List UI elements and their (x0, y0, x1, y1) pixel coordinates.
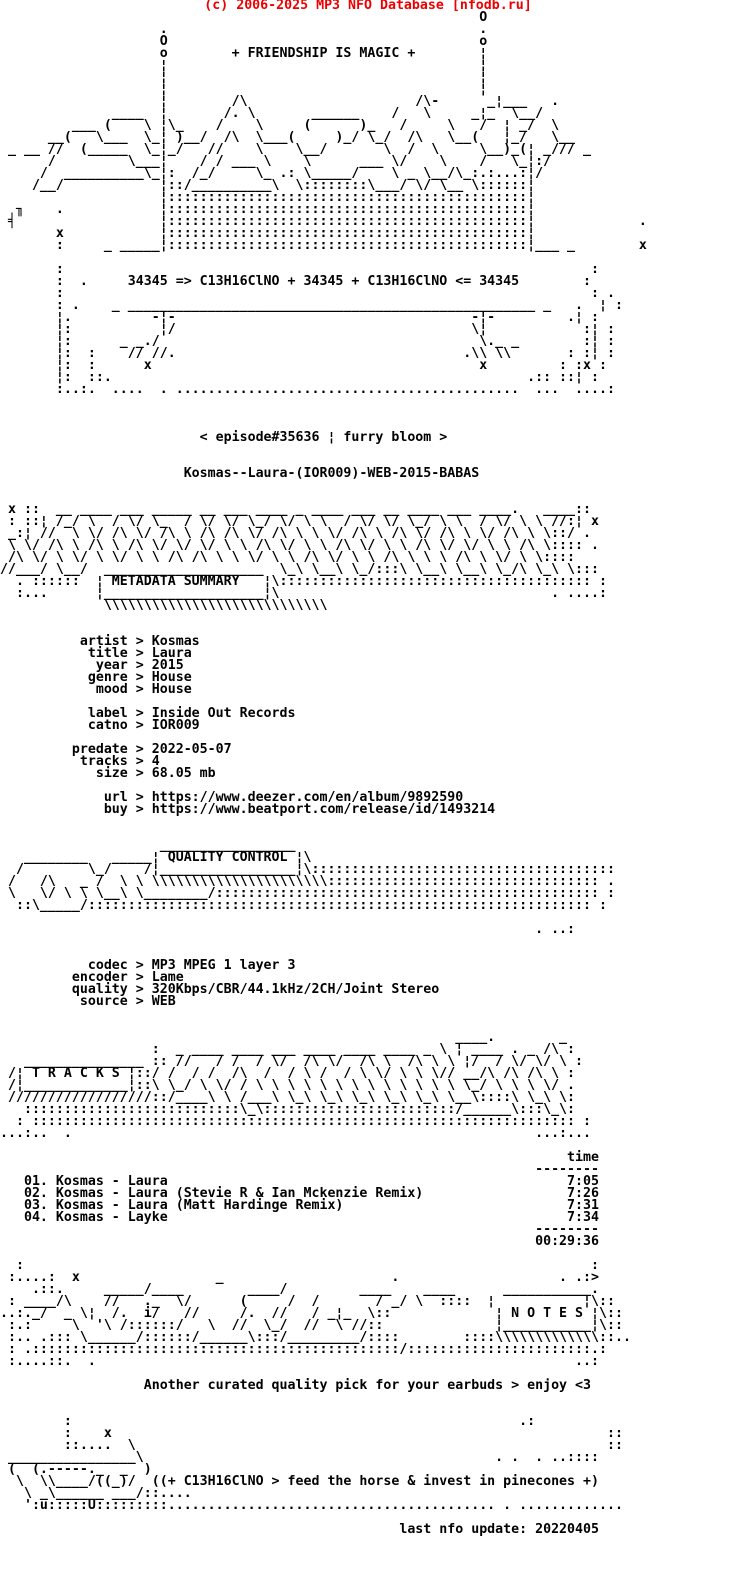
nfo-ascii-art-body: O . . O o o + FRIENDSHIP IS MAGIC + ¦ (0, 10, 647, 1537)
site-copyright-header: (c) 2006-2025 MP3 NFO Database [nfodb.ru… (204, 0, 532, 13)
